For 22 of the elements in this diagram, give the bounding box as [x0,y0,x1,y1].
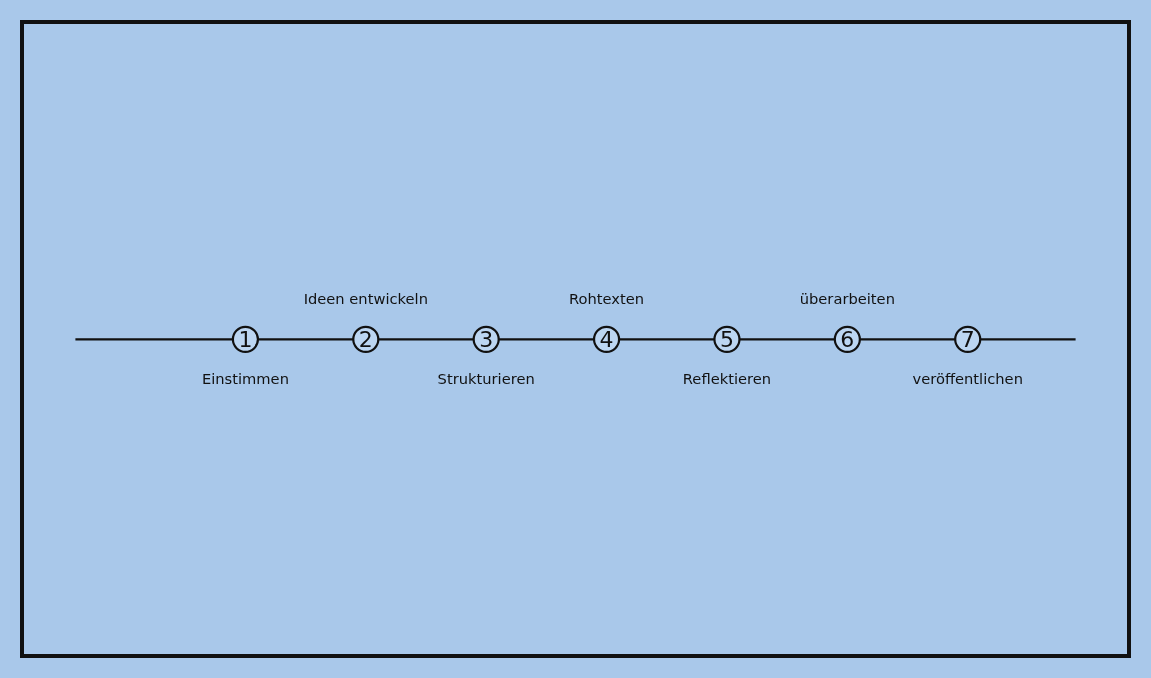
node-label: überarbeiten [799,290,895,308]
connector [257,337,354,341]
connector [739,337,835,341]
node-label: Einstimmen [201,370,289,388]
connector [980,337,1076,341]
node-label: veröffentlichen [912,370,1023,388]
connector [619,337,715,341]
node-label: Ideen entwickeln [303,290,428,308]
node-circle: 3 [472,325,500,353]
node-circle: 4 [592,325,621,353]
connector [859,337,956,341]
node-circle: 2 [352,325,380,353]
connector [378,337,474,341]
connector [498,337,595,341]
node-label: Reflektieren [682,370,772,388]
connector [75,337,233,341]
node-circle: 5 [713,325,741,353]
node-circle: 7 [954,325,982,353]
node-circle: 1 [231,325,260,353]
node-circle: 6 [833,325,861,353]
node-label: Rohtexten [569,290,645,308]
node-label: Strukturieren [437,370,535,388]
